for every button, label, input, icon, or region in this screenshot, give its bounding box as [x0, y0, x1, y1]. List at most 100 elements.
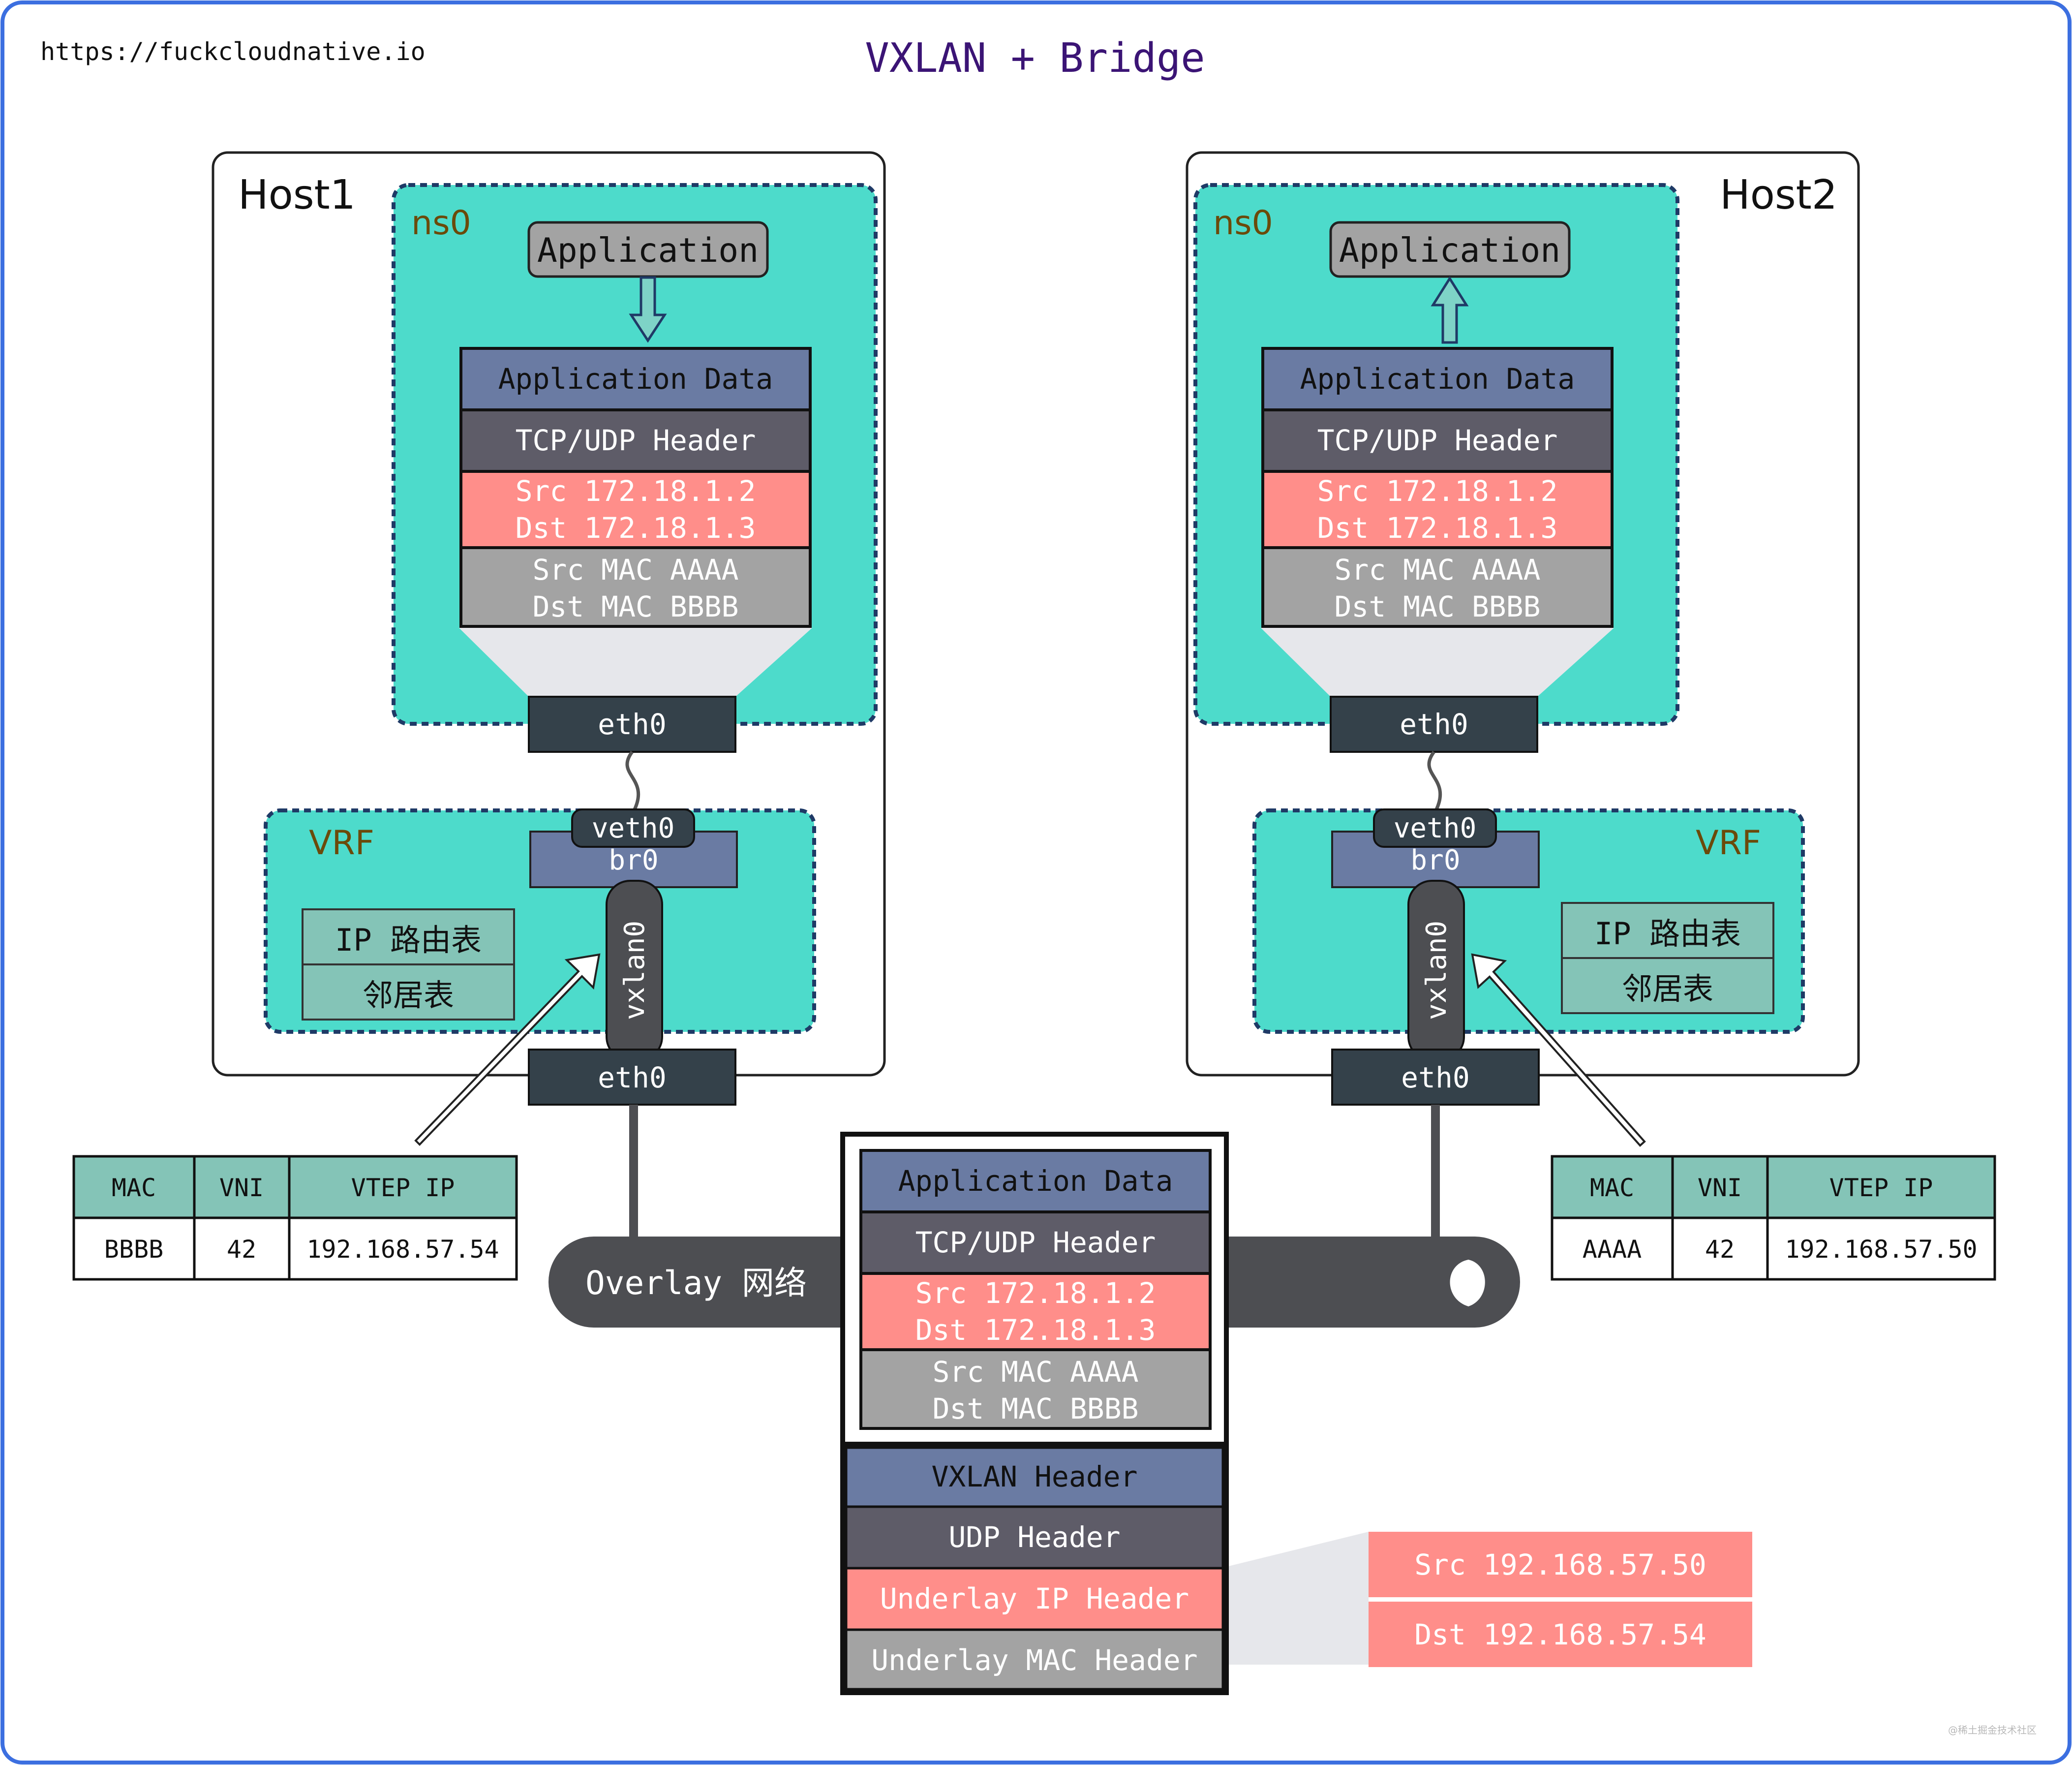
inner-dst-ip: Dst 172.18.1.3 [915, 1313, 1156, 1347]
underlay-mac-header-layer [845, 1628, 1224, 1691]
host1-funnel [459, 628, 812, 697]
host1-veth0-label: veth0 [592, 812, 675, 844]
host1-ns-eth0 [528, 696, 736, 753]
host1-app-data-layer [459, 347, 812, 411]
underlay-ip-callout [1222, 1532, 1369, 1665]
host2-veth0 [1373, 808, 1497, 848]
overlay-label: Overlay 网络 [585, 1264, 807, 1302]
host2-veth-cable [1427, 750, 1442, 810]
host2-ns0-label: ns0 [1213, 204, 1273, 243]
host1-app-data-text: Application Data [498, 362, 773, 396]
host2-fdb-cell-vni [1671, 1216, 1769, 1281]
host1-veth-cable [625, 750, 640, 810]
host2-fdb-table: MAC VNI VTEP IP AAAA 42 192.168.57.50 [1551, 1155, 1996, 1281]
host1-route-table [302, 908, 515, 965]
host2-fdb-cell-mac [1551, 1216, 1674, 1281]
host2-veth0-label: veth0 [1394, 812, 1477, 844]
host1-fdb-cell-vni [193, 1216, 291, 1281]
host1-down-arrow-icon [629, 276, 667, 343]
host1: Host1 ns0 Application Application Data T… [72, 151, 886, 1281]
host1-fdb-table: MAC VNI VTEP IP BBBB 42 192.168.57.54 [72, 1155, 518, 1281]
watermark: @稀土掘金技术社区 [1948, 1724, 2037, 1736]
host2-fdb-cell-vtep [1766, 1216, 1996, 1281]
host2-vrf-label: VRF [1696, 824, 1761, 863]
host2: Host2 ns0 Application Application Data T… [1186, 151, 1996, 1281]
host2-fdb-vni-heading: VNI [1698, 1174, 1742, 1202]
host2-up-arrow-icon [1431, 276, 1469, 344]
udp-header-text: UDP Header [948, 1520, 1120, 1554]
host2-route-table [1561, 902, 1774, 959]
inner-tcp-text: TCP/UDP Header [915, 1226, 1156, 1259]
underlay-src-ip-box [1369, 1532, 1752, 1597]
host1-dst-mac: Dst MAC BBBB [532, 590, 738, 623]
host1-fdb-mac-heading: MAC [112, 1174, 156, 1202]
host2-ns-eth0-label: eth0 [1400, 708, 1468, 741]
host2-route-table-label: IP 路由表 [1594, 916, 1741, 952]
host1-fdb-cell-mac [72, 1216, 196, 1281]
inner-mac-layer [859, 1348, 1212, 1430]
host2-neighbor-table-label: 邻居表 [1622, 971, 1713, 1007]
host1-br0-label: br0 [609, 844, 658, 876]
underlay-dst-ip-box [1369, 1602, 1752, 1667]
host1-vrf-label: VRF [309, 824, 374, 863]
host1-fdb-mac-value: BBBB [104, 1235, 163, 1264]
host2-fdb-vtep-value: 192.168.57.50 [1785, 1235, 1977, 1264]
host2-tcp-text: TCP/UDP Header [1317, 424, 1558, 457]
diagram-title: VXLAN + Bridge [865, 35, 1205, 82]
host1-ns0-label: ns0 [411, 204, 471, 243]
host1-neighbor-table-label: 邻居表 [363, 977, 454, 1013]
host2-eth0-label: eth0 [1401, 1061, 1470, 1094]
underlay-ip-header-layer [845, 1567, 1224, 1631]
host1-mac-layer [459, 546, 812, 628]
host1-fdb-header-vni [193, 1155, 291, 1219]
host2-application-label: Application [1339, 231, 1560, 270]
host2-app-data-text: Application Data [1300, 362, 1575, 396]
host1-dst-ip: Dst 172.18.1.3 [516, 511, 756, 545]
inner-src-mac: Src MAC AAAA [932, 1355, 1138, 1389]
host1-application-label: Application [537, 231, 759, 270]
host2-fdb-mac-value: AAAA [1583, 1235, 1642, 1264]
host1-fdb-lookup-arrow-icon [414, 953, 601, 1146]
inner-app-data-text: Application Data [898, 1164, 1173, 1198]
host1-eth0-label: eth0 [598, 1061, 667, 1094]
host1-uplink-cable [629, 1105, 638, 1237]
host1-ns-eth0-label: eth0 [598, 708, 667, 741]
host2-fdb-lookup-arrow-icon [1471, 953, 1646, 1147]
host1-label: Host1 [238, 172, 356, 218]
vxlan-header-text: VXLAN Header [931, 1460, 1137, 1493]
host2-funnel [1261, 628, 1614, 697]
host2-fdb-vni-value: 42 [1705, 1235, 1735, 1264]
host2-src-ip: Src 172.18.1.2 [1317, 474, 1558, 508]
host2-label: Host2 [1720, 172, 1837, 218]
vxlan-header-layer [845, 1446, 1224, 1508]
host2-fdb-mac-heading: MAC [1590, 1174, 1634, 1202]
inner-src-ip: Src 172.18.1.2 [915, 1276, 1156, 1310]
host1-fdb-vni-value: 42 [227, 1235, 256, 1264]
host1-fdb-header-mac [72, 1155, 196, 1219]
host2-ip-layer [1261, 470, 1614, 549]
host1-src-ip: Src 172.18.1.2 [516, 474, 756, 508]
host1-fdb-vtep-value: 192.168.57.54 [306, 1235, 499, 1264]
host2-eth0 [1331, 1049, 1540, 1106]
host2-src-mac: Src MAC AAAA [1334, 553, 1540, 587]
host1-ip-layer [459, 470, 812, 549]
host1-fdb-vtep-heading: VTEP IP [351, 1174, 455, 1202]
host2-fdb-vtep-heading: VTEP IP [1829, 1174, 1933, 1202]
host1-tcp-layer [459, 408, 812, 473]
host2-tcp-layer [1261, 408, 1614, 473]
host2-dst-ip: Dst 172.18.1.3 [1317, 511, 1558, 545]
host2-fdb-header-vni [1671, 1155, 1769, 1219]
host2-application-box [1329, 221, 1571, 278]
overlay-pipe-end-icon [1450, 1260, 1485, 1306]
host2-mac-layer [1261, 546, 1614, 628]
host2-fdb-header-vtep [1766, 1155, 1996, 1219]
underlay-src-ip: Src 192.168.57.50 [1414, 1548, 1706, 1581]
host2-uplink-cable [1431, 1105, 1440, 1237]
host1-route-table-label: IP 路由表 [335, 922, 482, 958]
underlay-mac-header-text: Underlay MAC Header [871, 1643, 1197, 1677]
host2-vxlan0-label: vxlan0 [1421, 921, 1453, 1020]
host1-tcp-text: TCP/UDP Header [516, 424, 756, 457]
host1-fdb-cell-vtep [288, 1216, 518, 1281]
host2-br0-label: br0 [1410, 844, 1460, 876]
